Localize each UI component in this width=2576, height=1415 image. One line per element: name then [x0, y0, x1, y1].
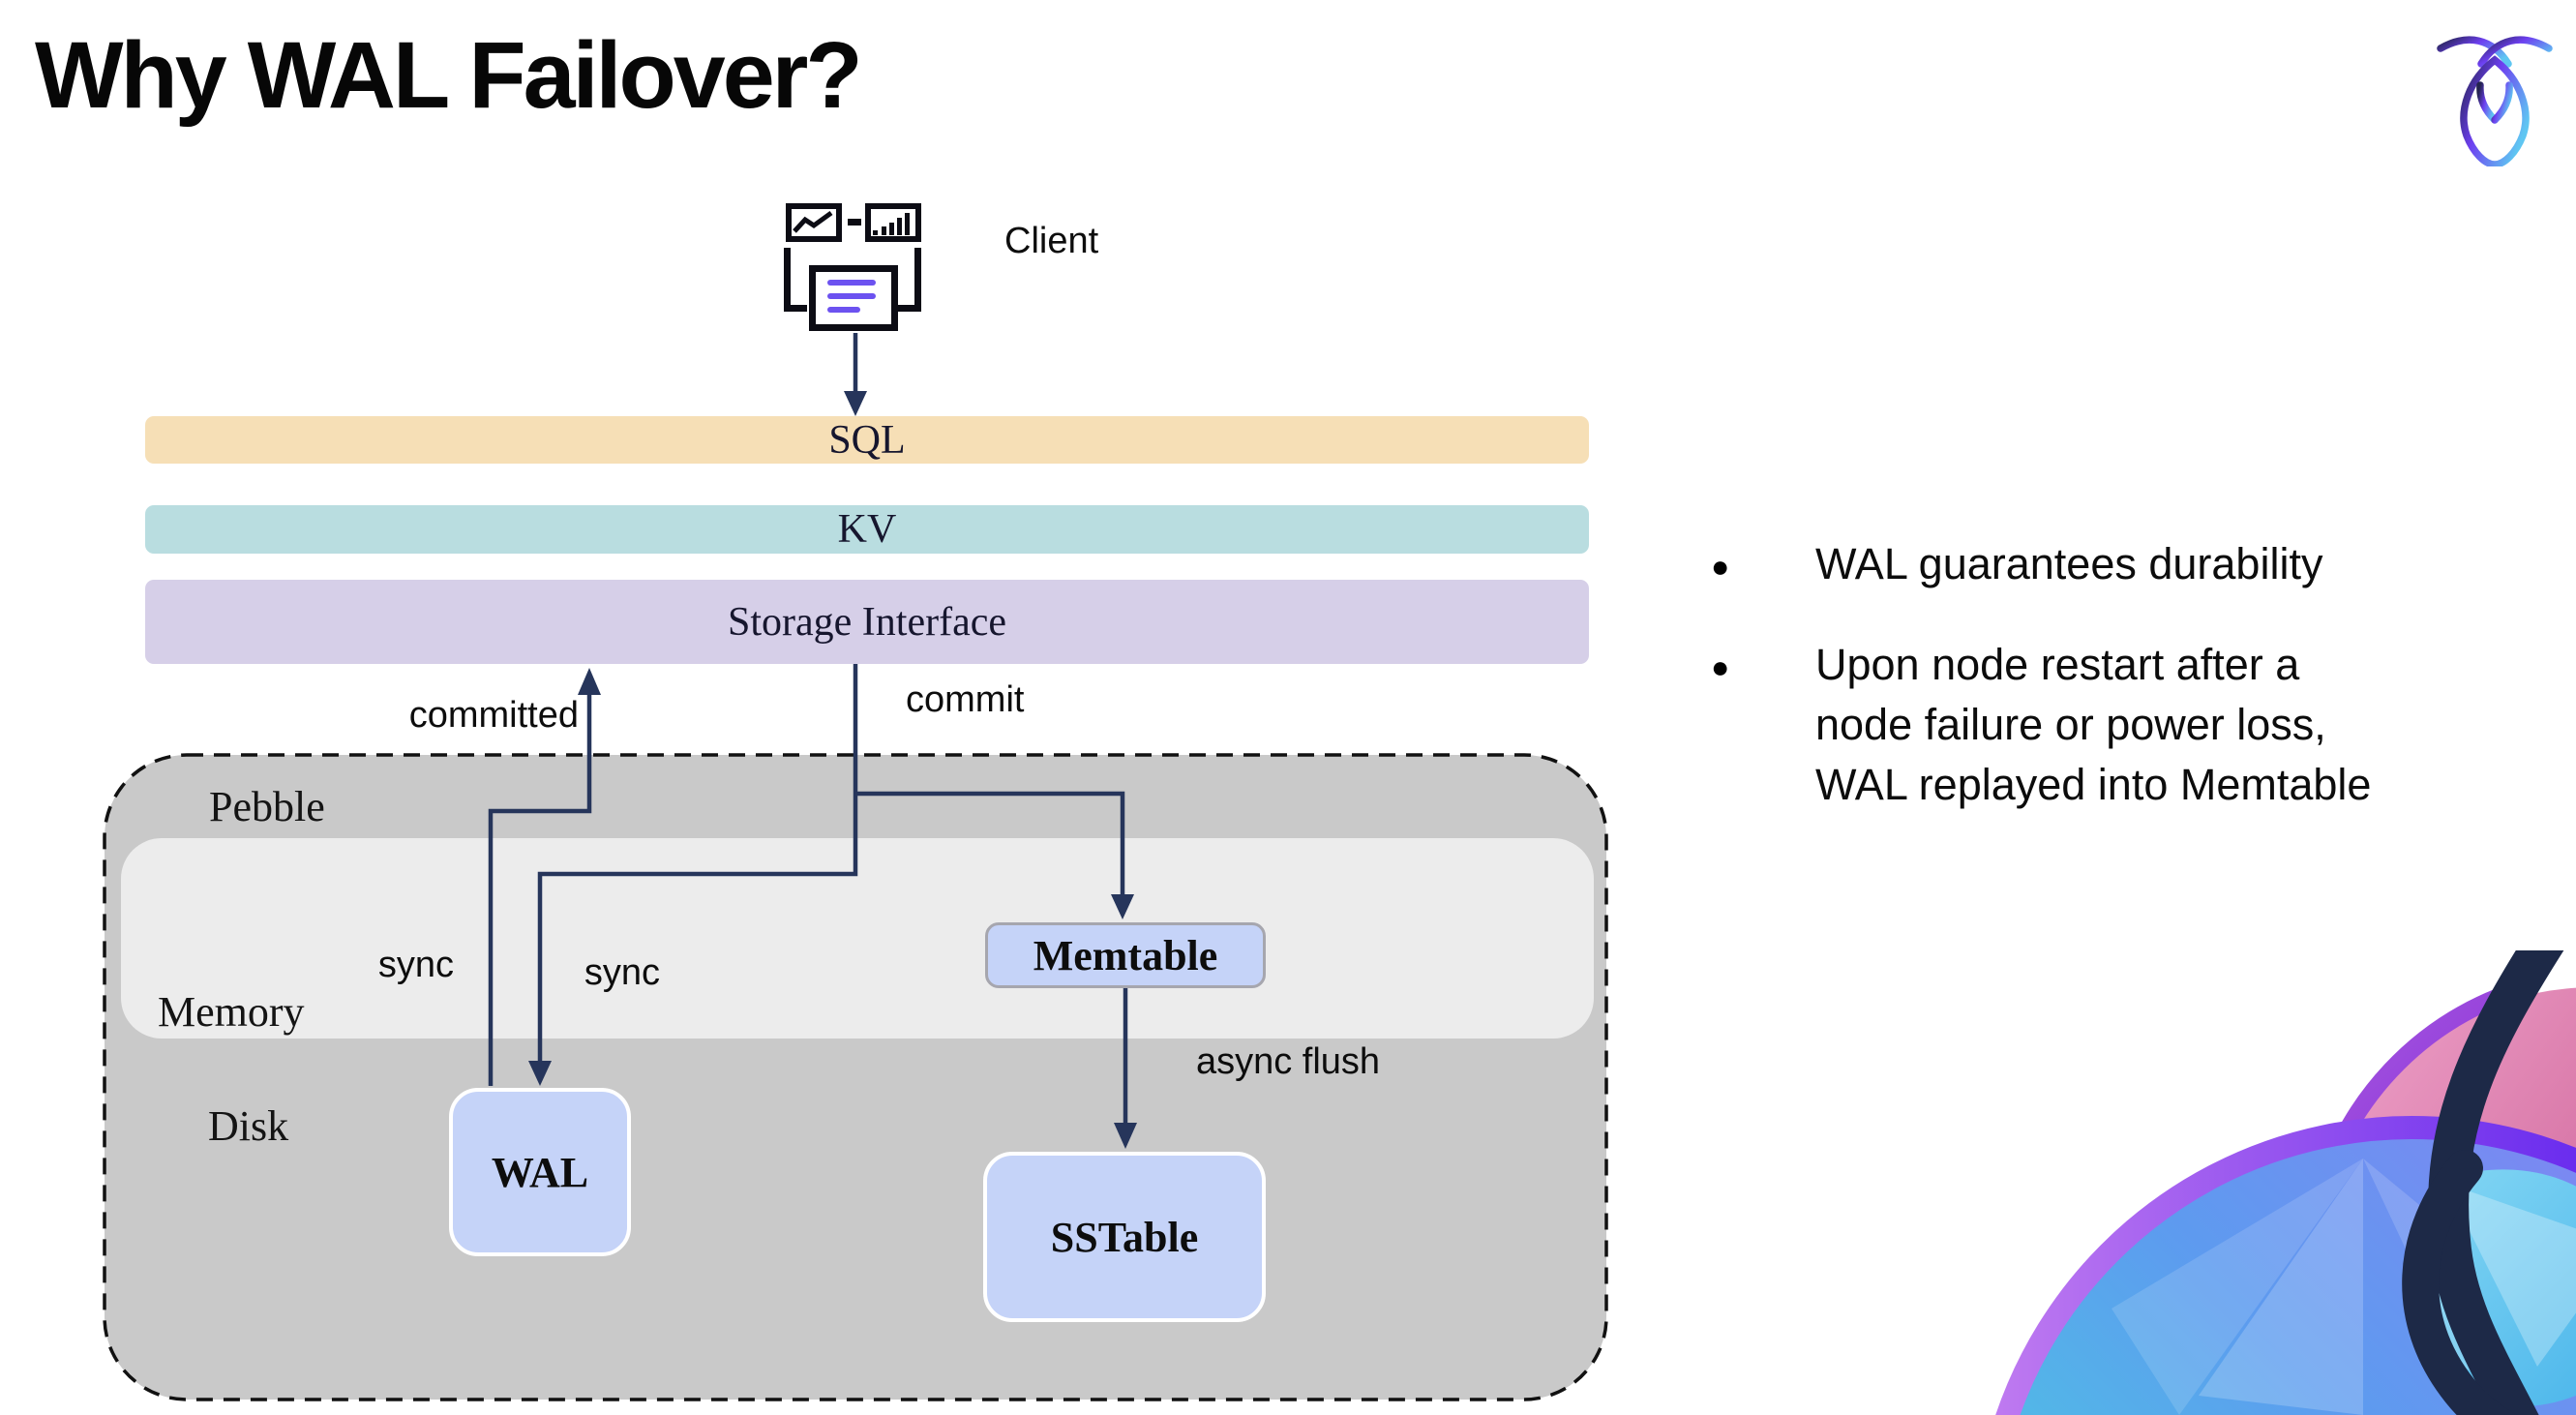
line-chart-icon [786, 203, 842, 242]
edge-label-commit: commit [906, 679, 1025, 720]
diagram-edges [488, 333, 1128, 1123]
edge-label-sync-wal: sync [377, 945, 455, 985]
bullet-list: WAL guarantees durability Upon node rest… [1711, 534, 2396, 856]
edge-label-committed: committed [408, 695, 579, 736]
bullet-item: Upon node restart after a node failure o… [1711, 635, 2396, 815]
arrowheads [528, 391, 1137, 1149]
layer-storage-interface: Storage Interface [145, 580, 1589, 664]
cockroachdb-logo-icon [2437, 36, 2553, 166]
bar-chart-icon [865, 203, 921, 242]
bullet-item: WAL guarantees durability [1711, 534, 2396, 596]
disk-label: Disk [208, 1102, 289, 1150]
node-sstable: SSTable [983, 1152, 1266, 1322]
bracket-right-icon [898, 248, 921, 312]
layer-kv: KV [145, 505, 1589, 554]
node-wal: WAL [449, 1088, 631, 1256]
memory-label: Memory [158, 988, 305, 1036]
edge-label-async-flush: async flush [1195, 1041, 1381, 1082]
brand-art-graphic [1995, 950, 2576, 1415]
layer-sql: SQL [145, 416, 1589, 464]
bracket-left-icon [784, 248, 807, 312]
pebble-label: Pebble [209, 783, 325, 830]
node-memtable: Memtable [985, 922, 1266, 988]
dash-connector [848, 219, 861, 226]
page-title: Why WAL Failover? [35, 22, 863, 128]
client-label: Client [1004, 221, 1099, 261]
edge-label-sync-commit: sync [584, 952, 661, 993]
document-icon [809, 265, 898, 331]
